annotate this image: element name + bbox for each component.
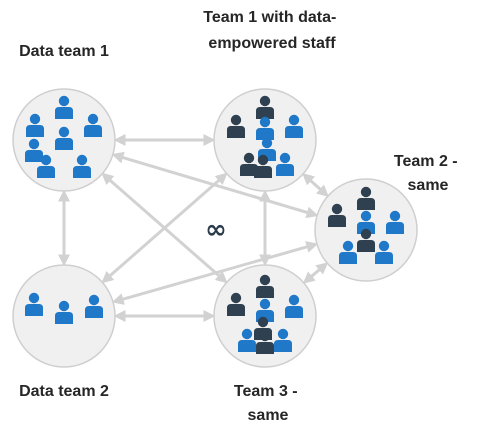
data-team-2-person-icon bbox=[25, 292, 43, 316]
team-2-person-icon bbox=[386, 210, 404, 234]
team-3-label-line-1: Team 3 - bbox=[234, 383, 298, 400]
team-1-person-icon bbox=[276, 152, 294, 176]
team-3-person-icon bbox=[256, 330, 274, 354]
team-1-label: Team 1 with data- empowered staff bbox=[203, 9, 341, 52]
data-team-1-person-icon bbox=[37, 154, 55, 178]
team-2-person-icon bbox=[357, 186, 375, 210]
team-2-label-line-1: Team 2 - bbox=[394, 153, 458, 170]
team-2-person-icon bbox=[357, 228, 375, 252]
arrow-team-2-to-team-3 bbox=[302, 262, 329, 284]
team-2-label-line-2: same bbox=[408, 177, 449, 194]
team-1-person-icon bbox=[256, 95, 274, 119]
team-1-person-icon bbox=[256, 116, 274, 140]
node-data-team-1 bbox=[12, 88, 116, 192]
data-team-2-person-icon bbox=[85, 294, 103, 318]
node-team-2 bbox=[314, 178, 418, 282]
node-data-team-2 bbox=[12, 264, 116, 368]
team-1-person-icon bbox=[254, 154, 272, 178]
team-1-people bbox=[227, 95, 303, 178]
team-1-label-line-2: empowered staff bbox=[208, 35, 336, 52]
data-team-1-label: Data team 1 bbox=[19, 43, 109, 60]
arrow-team-1-to-team-2 bbox=[302, 173, 329, 197]
team-3-person-icon bbox=[274, 328, 292, 352]
team-2-person-icon bbox=[357, 210, 375, 234]
team-1-person-icon bbox=[240, 152, 258, 176]
data-team-2-people bbox=[25, 292, 103, 324]
data-team-1-person-icon bbox=[55, 95, 73, 119]
data-team-1-person-icon bbox=[25, 138, 43, 162]
team-2-person-icon bbox=[339, 240, 357, 264]
data-team-1-person-icon bbox=[55, 126, 73, 150]
team-2-label: Team 2 - same bbox=[394, 153, 462, 194]
data-team-1-person-icon bbox=[26, 113, 44, 137]
team-3-person-icon bbox=[227, 292, 245, 316]
team-3-person-icon bbox=[238, 328, 256, 352]
team-3-label: Team 3 - same bbox=[234, 383, 302, 424]
data-team-1-person-icon bbox=[73, 154, 91, 178]
team-1-label-line-1: Team 1 with data- bbox=[203, 9, 336, 26]
node-team-1 bbox=[213, 88, 317, 192]
connection-arrows bbox=[58, 134, 329, 322]
data-team-2-label: Data team 2 bbox=[19, 383, 109, 400]
team-3-people bbox=[227, 274, 303, 354]
team-3-label-line-2: same bbox=[248, 407, 289, 424]
node-team-3 bbox=[213, 264, 317, 368]
team-1-person-icon bbox=[227, 114, 245, 138]
team-2-people bbox=[328, 186, 404, 264]
data-team-1-person-icon bbox=[84, 113, 102, 137]
team-3-person-icon bbox=[256, 274, 274, 298]
arrow-team-2-to-data-team-2 bbox=[111, 241, 319, 305]
data-team-1-people bbox=[25, 95, 102, 178]
infinity-symbol: ∞ bbox=[205, 215, 227, 245]
team-1-person-icon bbox=[285, 114, 303, 138]
team-3-person-icon bbox=[285, 294, 303, 318]
data-team-2-person-icon bbox=[55, 300, 73, 324]
team-2-person-icon bbox=[328, 203, 346, 227]
team-2-person-icon bbox=[375, 240, 393, 264]
